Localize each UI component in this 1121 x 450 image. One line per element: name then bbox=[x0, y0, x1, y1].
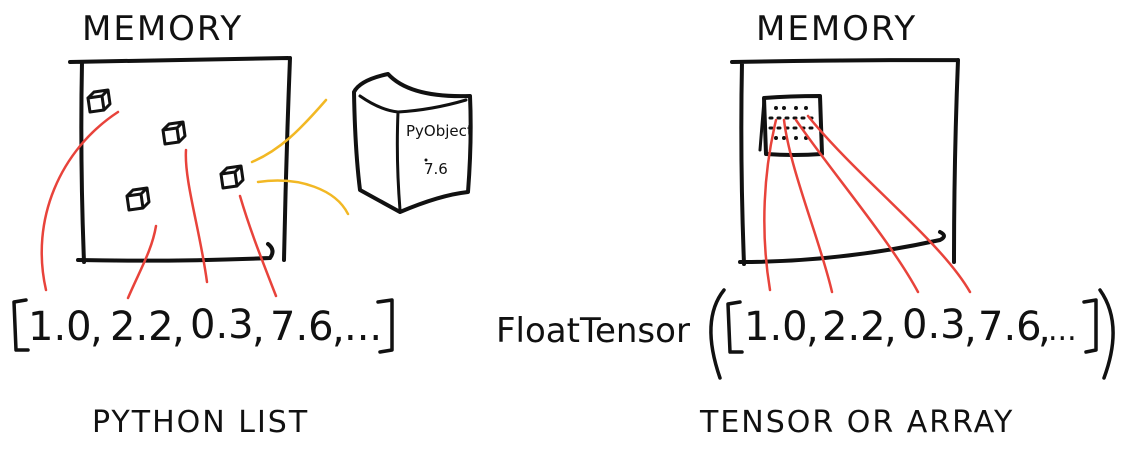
right-comma-4: , bbox=[1038, 306, 1051, 352]
right-comma-2: , bbox=[884, 306, 897, 352]
left-value-3: 0.3 bbox=[190, 302, 254, 348]
pyobject-label: PyObject bbox=[406, 122, 473, 140]
tensor-panel: MEMORY FloatTensor 1.0 , 2.2 , 0.3 bbox=[496, 9, 1115, 440]
left-comma-2: , bbox=[172, 306, 185, 352]
left-object-box-4 bbox=[125, 186, 151, 212]
open-paren bbox=[709, 288, 726, 380]
left-pointer-1 bbox=[40, 110, 120, 292]
pyobject-cube: PyObject 7.6 bbox=[352, 72, 473, 214]
right-pointer-3 bbox=[794, 118, 920, 294]
left-pointer-4 bbox=[238, 194, 278, 298]
right-value-4: 7.6 bbox=[978, 304, 1042, 350]
left-value-4: 7.6 bbox=[270, 304, 334, 350]
left-value-1: 1.0 bbox=[28, 304, 92, 350]
left-value-2: 2.2 bbox=[110, 304, 174, 350]
left-comma-1: , bbox=[90, 306, 103, 352]
right-pointer-2 bbox=[782, 118, 834, 294]
right-comma-3: , bbox=[964, 306, 977, 352]
left-caption: PYTHON LIST bbox=[92, 405, 309, 440]
contiguous-block bbox=[758, 94, 824, 157]
right-value-2: 2.2 bbox=[822, 304, 886, 350]
constructor-label: FloatTensor bbox=[496, 311, 690, 351]
right-memory-title: MEMORY bbox=[756, 9, 917, 49]
left-comma-4: , bbox=[332, 306, 345, 352]
right-pointer-1 bbox=[763, 118, 778, 292]
right-close-bracket bbox=[1082, 298, 1098, 354]
left-object-box-1 bbox=[86, 88, 112, 114]
left-link-bottom bbox=[256, 179, 350, 216]
pyobject-dot bbox=[424, 158, 428, 162]
right-comma-1: , bbox=[806, 306, 819, 352]
left-open-bracket bbox=[12, 298, 30, 352]
left-object-box-2 bbox=[161, 120, 187, 146]
right-value-1: 1.0 bbox=[744, 304, 808, 350]
left-comma-3: , bbox=[252, 306, 265, 352]
right-open-bracket bbox=[726, 300, 744, 354]
python-list-panel: MEMORY PyObject 7.6 bbox=[12, 9, 473, 440]
right-value-5: ... bbox=[1048, 313, 1077, 348]
close-paren bbox=[1098, 288, 1115, 380]
left-link-top bbox=[250, 98, 328, 164]
left-value-5: ... bbox=[344, 304, 382, 350]
left-pointer-3 bbox=[184, 148, 209, 284]
right-caption: TENSOR OR ARRAY bbox=[699, 405, 1014, 440]
left-close-bracket bbox=[376, 298, 394, 354]
left-list-values: 1.0 , 2.2 , 0.3 , 7.6 , ... bbox=[28, 302, 382, 352]
left-memory-title: MEMORY bbox=[82, 9, 243, 49]
left-object-box-3 bbox=[219, 164, 245, 190]
right-pointer-4 bbox=[806, 114, 972, 294]
pyobject-value: 7.6 bbox=[424, 160, 448, 178]
left-memory-box bbox=[68, 56, 292, 264]
right-memory-box bbox=[730, 58, 960, 266]
left-pointer-2 bbox=[126, 224, 158, 300]
right-value-3: 0.3 bbox=[902, 302, 966, 348]
right-list-values: 1.0 , 2.2 , 0.3 , 7.6 , ... bbox=[744, 302, 1077, 352]
